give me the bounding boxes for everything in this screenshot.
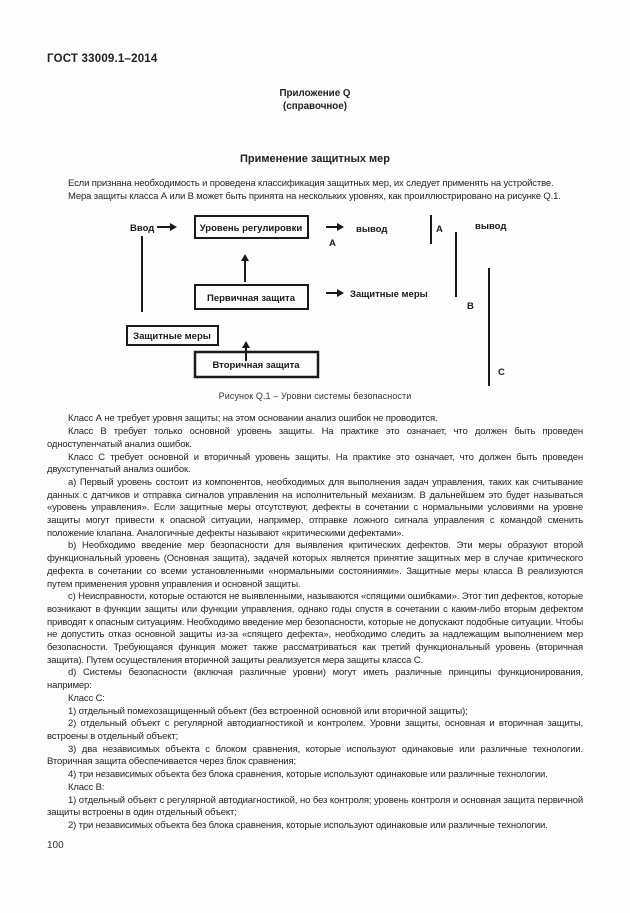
body-paragraphs: Класс А не требует уровня защиты; на это… [47, 413, 583, 832]
security-levels-diagram: Ввод Уровень регулировки А вывод А вывод [126, 215, 506, 387]
paragraph: Если признана необходимость и проведена … [68, 178, 554, 189]
paragraph: 1) отдельный объект с регулярной автодиа… [47, 794, 583, 819]
output-label-left: вывод [356, 224, 387, 235]
paragraph: b) Необходимо введение мер безопасности … [47, 540, 583, 590]
arrow-head-icon [241, 254, 249, 262]
paragraph: 2) отдельный объект с регулярной автодиа… [47, 718, 583, 742]
standard-code: ГОСТ 33009.1–2014 [47, 53, 158, 65]
paragraph: Мера защиты класса А или В может быть пр… [68, 190, 561, 202]
arrow-head-icon [337, 289, 344, 298]
paragraph: Класс В требует только основной уровень … [47, 426, 583, 450]
paragraph: 2) три независимых объекта без блока сра… [68, 819, 548, 831]
paragraph: Класс С требует основной и вторичный уро… [47, 451, 583, 476]
page-title: Применение защитных мер [239, 153, 391, 165]
secondary-protection-label: Вторичная защита [212, 360, 300, 371]
intro-paragraphs: Если признана необходимость и проведена … [47, 178, 583, 203]
paragraph: 4) три независимых объекта без блока сра… [68, 769, 548, 781]
figure-q1: Ввод Уровень регулировки А вывод А вывод [47, 209, 583, 401]
class-b-line-label: В [467, 301, 474, 312]
paragraph: 3) два независимых объекта с блоком срав… [47, 743, 583, 768]
protective-measures-box [126, 325, 219, 347]
class-c-line-label: С [498, 367, 505, 378]
control-level-box [194, 215, 309, 240]
diagram-input-label: Ввод [130, 223, 154, 234]
page-number: 100 [47, 840, 64, 851]
class-a-line-label: А [436, 224, 443, 235]
appendix-label: Приложение Q [279, 88, 351, 99]
paragraph: a) Первый уровень состоит из компонентов… [47, 476, 583, 539]
class-a-arrow-label: А [329, 238, 336, 249]
control-level-label: Уровень регулировки [200, 223, 303, 234]
primary-protection-label: Первичная защита [207, 293, 296, 304]
paragraph: d) Системы безопасности (включая различн… [47, 667, 583, 692]
paragraph: Класс А не требует уровня защиты; на это… [68, 413, 438, 425]
paragraph: c) Неисправности, которые остаются не вы… [47, 591, 583, 666]
output-label-right: вывод [475, 221, 506, 232]
appendix-heading: Приложение Q (справочное) [47, 87, 583, 113]
paragraph: Класс С: [68, 692, 105, 704]
paragraph: 1) отдельный помехозащищенный объект (бе… [68, 705, 468, 717]
protective-measures-text: Защитные меры [350, 289, 428, 300]
primary-protection-box [194, 284, 309, 311]
figure-caption: Рисунок Q.1 – Уровни системы безопасност… [218, 391, 412, 402]
arrow-head-icon [242, 341, 250, 349]
arrow-head-icon [170, 223, 177, 232]
protective-measures-label: Защитные меры [133, 331, 211, 342]
paragraph: Класс В: [68, 781, 105, 793]
secondary-protection-box [193, 351, 320, 379]
appendix-type: (справочное) [283, 101, 347, 112]
arrow-head-icon [337, 223, 344, 232]
